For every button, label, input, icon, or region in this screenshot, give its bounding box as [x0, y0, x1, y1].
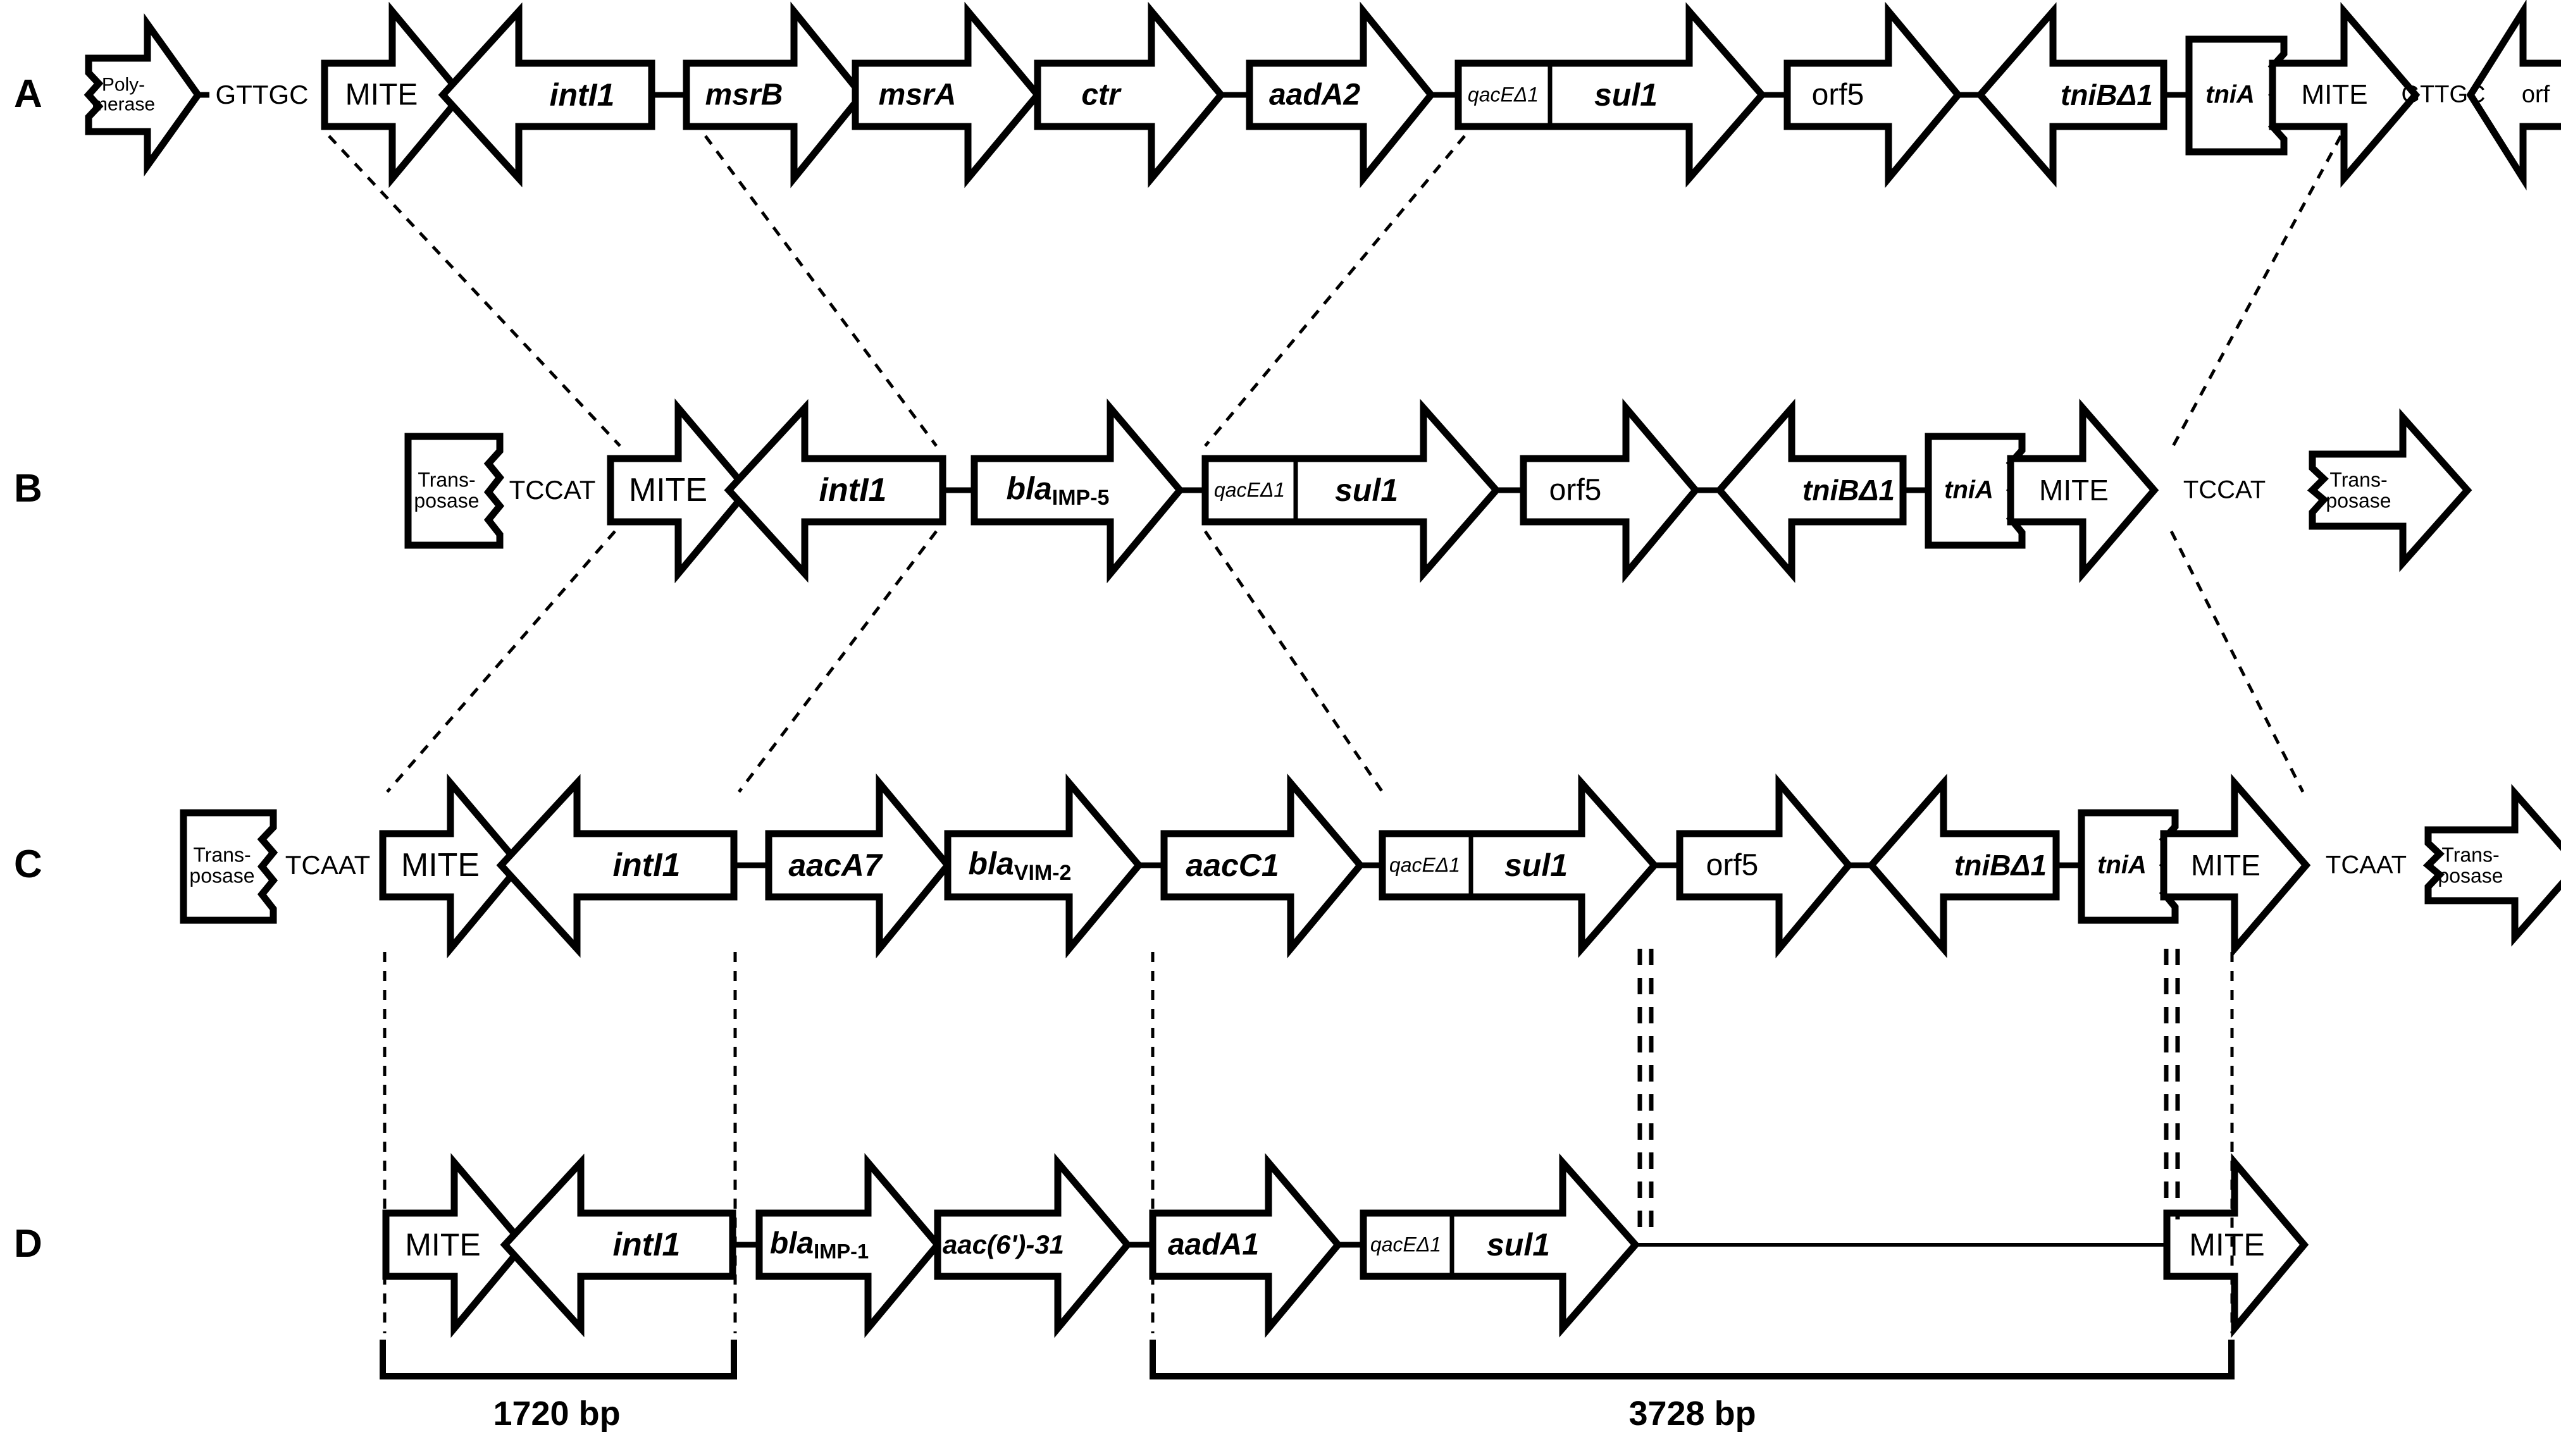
transposase-box-B-left	[404, 433, 505, 549]
aadA1-arrow-D	[1149, 1152, 1343, 1338]
bracket-3728	[1150, 1340, 2235, 1379]
tniB-arrow-A	[1975, 2, 2167, 188]
tniB-arrow-B	[1715, 398, 1907, 583]
orf5-arrow-C	[1676, 773, 1854, 959]
bracket-1720	[380, 1340, 737, 1379]
row-label-D: D	[14, 1222, 42, 1266]
bla-IMP1-arrow-D	[755, 1152, 943, 1338]
connector-A-B-2	[704, 135, 938, 447]
mite-arrow-A-right	[2269, 2, 2421, 188]
qacE-sul1-arrow-B	[1201, 398, 1501, 583]
transposase-arrow-B-right	[2307, 408, 2472, 572]
msrA-arrow-A	[852, 1, 1043, 188]
row-label-A: A	[14, 72, 42, 116]
mite-arrow-C-left	[379, 773, 525, 959]
mite-arrow-A-left	[321, 1, 467, 188]
transposase-arrow-C-right	[2422, 784, 2561, 947]
connector-B-C-3	[1203, 530, 1384, 793]
row-B-shapes	[404, 398, 2472, 584]
intI1-arrow-B	[724, 398, 946, 583]
intI1-arrow-D	[500, 1153, 736, 1338]
connector-B-C-4	[2169, 530, 2305, 793]
row-D-shapes	[382, 1152, 2309, 1338]
qacE-sul1-arrow-D	[1360, 1153, 1640, 1338]
orf5-arrow-B	[1520, 398, 1701, 584]
scale-brackets	[380, 1340, 2235, 1379]
qacE-sul1-arrow-C	[1379, 774, 1659, 958]
row-C-shapes	[180, 773, 2561, 959]
aadA2-arrow-A	[1246, 1, 1436, 188]
intI1-arrow-C	[496, 774, 738, 958]
row-label-B: B	[14, 467, 42, 510]
connector-B-C-1	[386, 530, 616, 793]
row-label-C: C	[14, 842, 42, 886]
aacA7-arrow-C	[765, 773, 953, 959]
mite-arrow-B-right	[2007, 398, 2159, 583]
qacE-sul1-arrow-A	[1454, 2, 1767, 188]
mite-arrow-D-right	[2163, 1152, 2309, 1338]
connector-B-C-2	[738, 530, 938, 793]
transposase-box-C-left	[180, 809, 278, 924]
mite-arrow-B-left	[607, 398, 753, 584]
msrB-arrow-A	[683, 1, 867, 188]
aac631-arrow-D	[934, 1152, 1132, 1338]
polymerase-arrow-A	[84, 13, 202, 177]
bla-VIM2-arrow-C	[944, 773, 1144, 959]
orf-arrow-A	[2466, 0, 2561, 191]
mite-arrow-D-left	[382, 1152, 529, 1338]
intI1-arrow-A	[438, 2, 655, 188]
connector-A-B-1	[328, 135, 621, 447]
ctr-arrow-A	[1034, 1, 1226, 188]
bla-IMP5-arrow-B	[970, 398, 1185, 584]
connector-A-B-3	[1204, 135, 1466, 447]
orf5-arrow-A	[1783, 1, 1963, 188]
aacC1-arrow-C	[1160, 773, 1365, 959]
connector-A-B-4	[2171, 135, 2343, 447]
homology-connectors	[328, 135, 2343, 1333]
row-A-shapes	[84, 0, 2561, 191]
mite-arrow-C-right	[2160, 774, 2311, 958]
tniB-arrow-C	[1866, 774, 2060, 958]
